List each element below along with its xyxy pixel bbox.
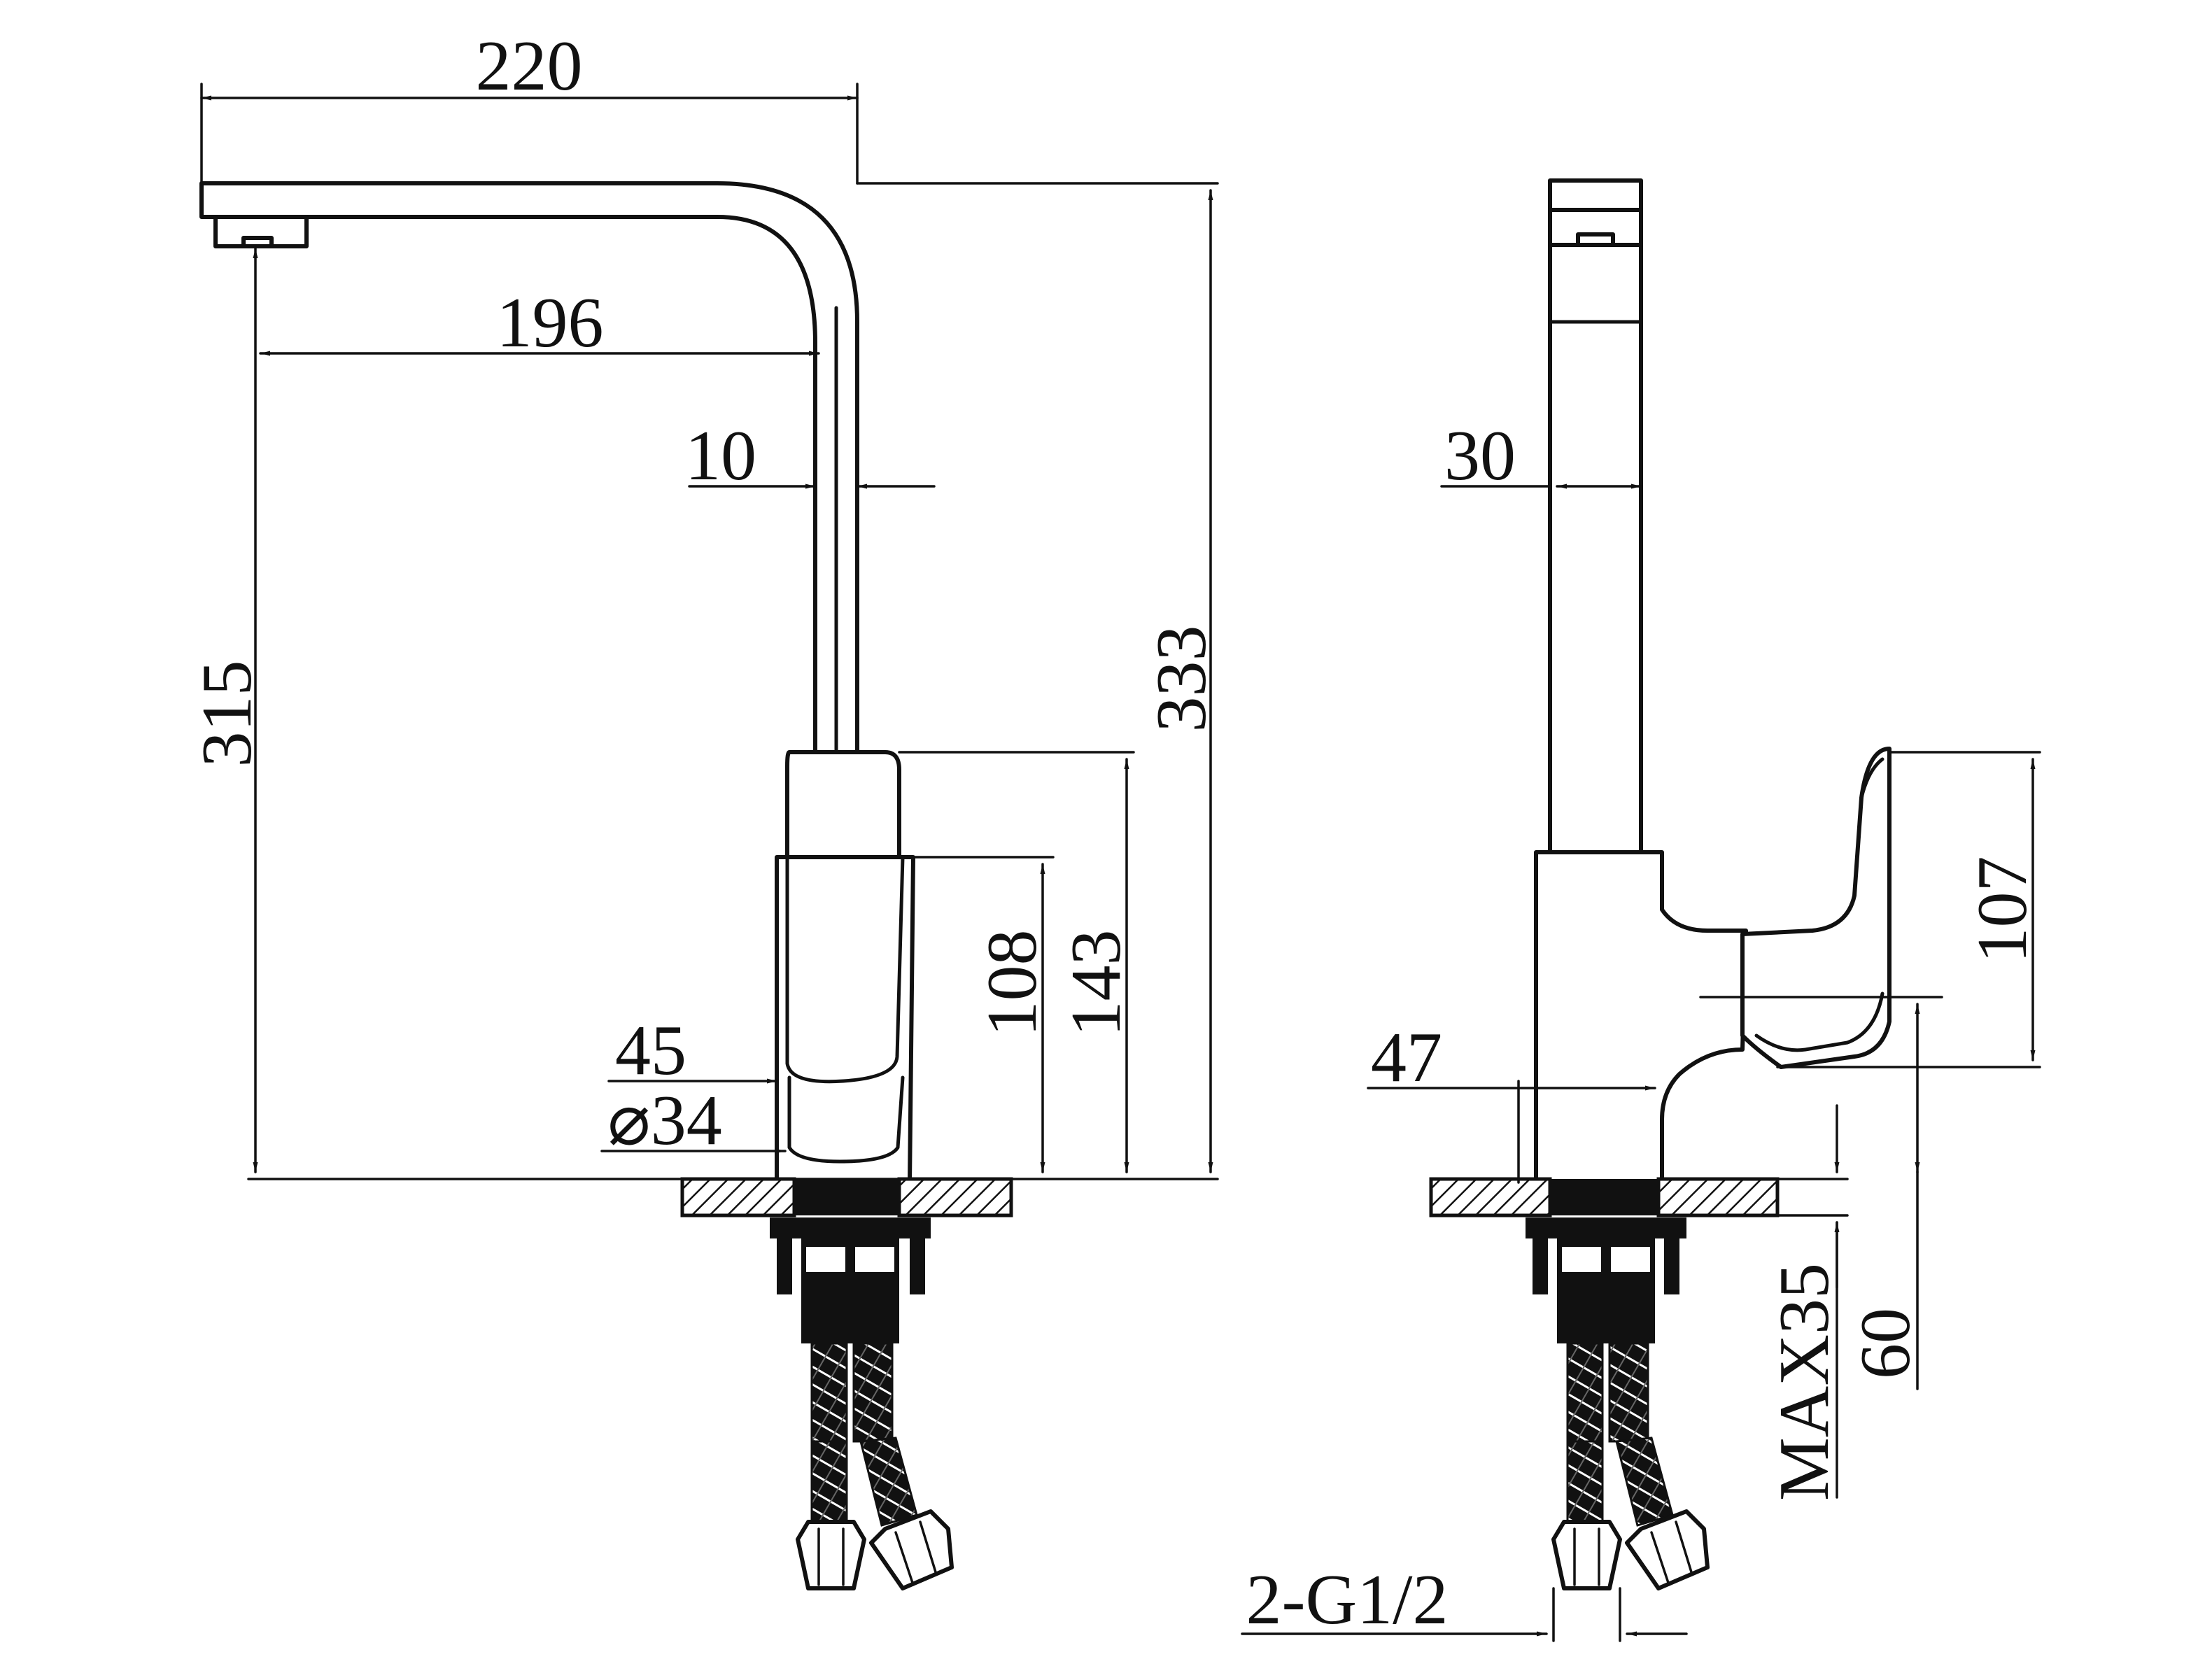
dim-60: 60 bbox=[1846, 1308, 1925, 1379]
dim-30: 30 bbox=[1444, 416, 1516, 495]
side-body bbox=[1534, 850, 1748, 1185]
side-handle bbox=[1740, 747, 1891, 1069]
dim-220: 220 bbox=[476, 27, 583, 106]
dim-max35: MAX35 bbox=[1765, 1263, 1844, 1501]
front-view bbox=[199, 181, 1013, 1590]
dim-diameter-34: ⌀34 bbox=[607, 1081, 721, 1160]
dim-196: 196 bbox=[497, 283, 604, 362]
dim-108: 108 bbox=[973, 930, 1052, 1037]
side-view bbox=[1429, 178, 1891, 1590]
dim-45: 45 bbox=[615, 1011, 686, 1090]
front-deck-right bbox=[897, 1177, 1013, 1217]
dim-2-g1-2: 2-G1/2 bbox=[1246, 1560, 1449, 1639]
dim-47: 47 bbox=[1371, 1018, 1442, 1097]
dim-10: 10 bbox=[685, 416, 756, 495]
dim-315: 315 bbox=[188, 661, 267, 768]
front-deck-left bbox=[680, 1177, 796, 1217]
side-spout bbox=[1548, 178, 1643, 854]
front-body bbox=[775, 855, 915, 1185]
dim-333: 333 bbox=[1142, 626, 1221, 733]
dimensions: 220 196 10 315 333 108 143 45 ⌀34 3 bbox=[188, 27, 2042, 1642]
dim-143: 143 bbox=[1057, 930, 1136, 1037]
dim-107: 107 bbox=[1963, 856, 2042, 963]
front-spout bbox=[199, 181, 859, 754]
